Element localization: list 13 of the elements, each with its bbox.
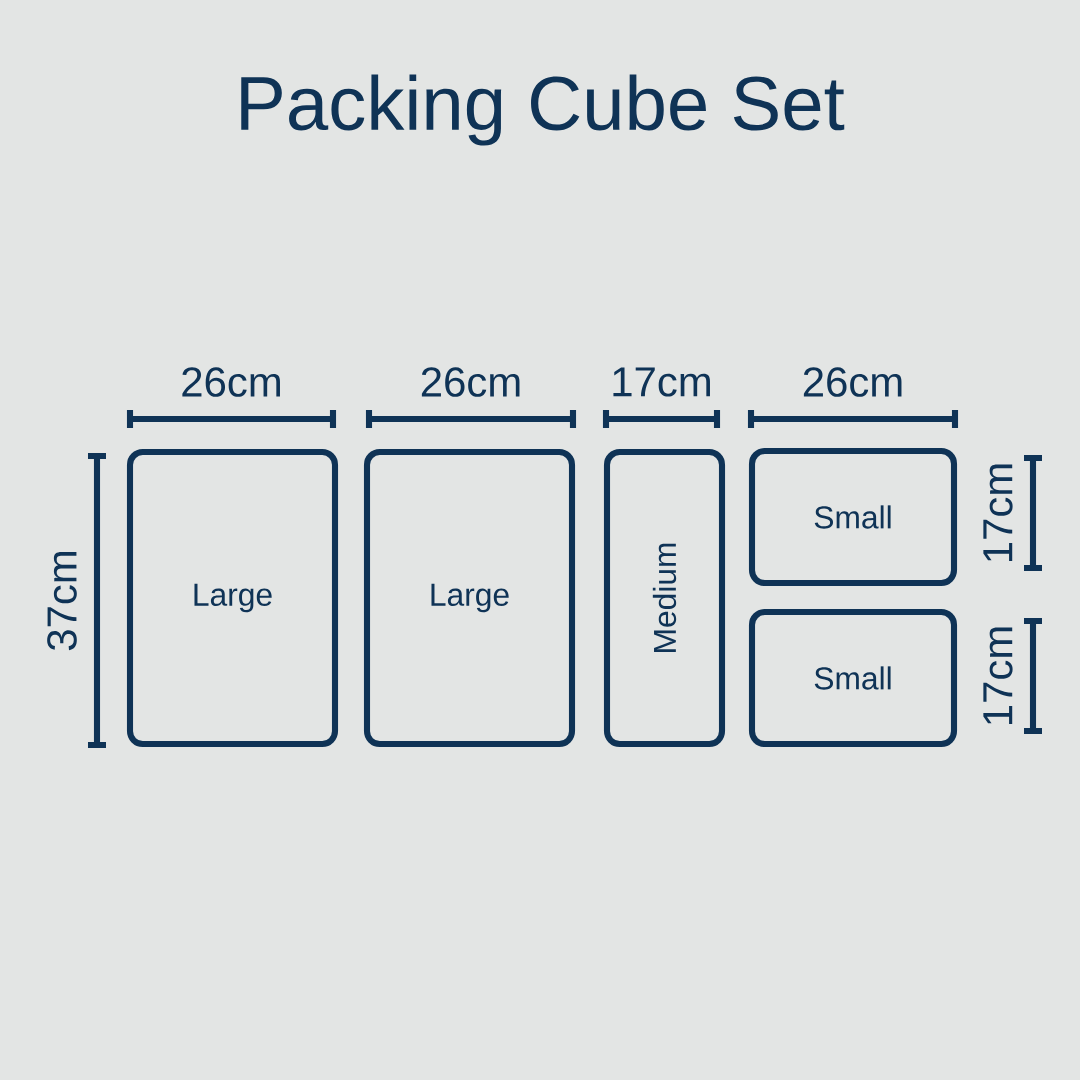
dimension-label: 17cm <box>613 367 710 397</box>
dimension-label: 26cm <box>421 367 520 397</box>
cube-box: Medium <box>603 448 726 748</box>
title: Packing Cube Set <box>241 74 845 146</box>
cube-box: Small <box>748 608 958 748</box>
dimension-label: 26cm <box>182 367 280 397</box>
cube-box: Small <box>748 447 958 587</box>
cube-box: Large <box>126 448 339 748</box>
dimension-label: 17cm <box>983 627 1013 725</box>
dimension-label: 17cm <box>983 464 1013 562</box>
dimension-label: 26cm <box>803 367 902 397</box>
dimension-label: 37cm <box>47 552 77 651</box>
cube-box: Large <box>363 448 576 748</box>
